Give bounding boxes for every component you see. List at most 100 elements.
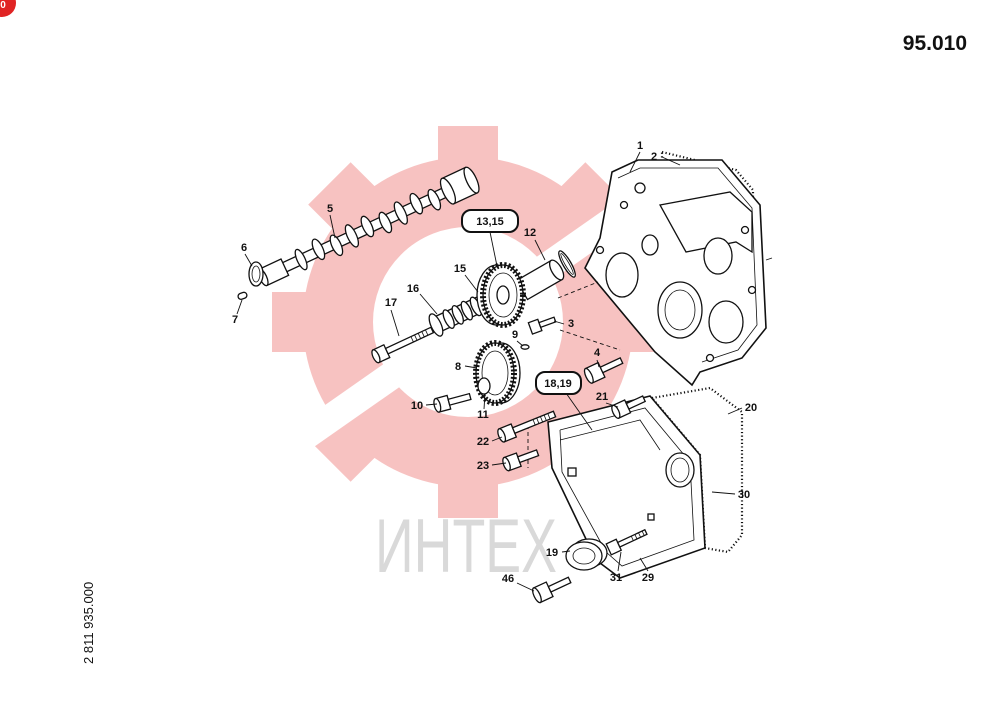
housing-bore (605, 252, 639, 298)
housing-bore-inner (664, 289, 696, 331)
camshaft-lobe (311, 238, 326, 261)
gear-rim (488, 272, 518, 318)
callout-17: 17 (385, 297, 397, 309)
bolt-shank (547, 576, 572, 593)
bolt-head-face (371, 349, 381, 364)
callout-29: 29 (642, 572, 654, 584)
spacer-ring (451, 304, 464, 325)
leader-line (390, 309, 400, 337)
gear-tooth (308, 162, 382, 236)
leader-line (605, 402, 619, 408)
leader-line (561, 550, 571, 553)
bolt-31 (605, 528, 648, 556)
thrust-ring-6 (248, 261, 264, 287)
leader-line (617, 551, 622, 572)
callout-labels: 1 2 5 6 7 12 13,15 15 16 17 9 3 8 4 18,1… (232, 140, 757, 585)
callout-19: 19 (546, 547, 558, 559)
front-cover-29 (547, 395, 706, 579)
callout-8: 8 (455, 361, 461, 373)
ring-inner (251, 265, 261, 283)
callout-21: 21 (596, 391, 608, 403)
housing-bolt-hole (619, 200, 629, 210)
callout-4: 4 (594, 347, 601, 359)
bolt-shank (538, 316, 557, 329)
gear-tooth (438, 474, 498, 518)
callout-30: 30 (738, 489, 750, 501)
spacer-ring (460, 300, 474, 321)
leader-line (727, 407, 743, 415)
leader-line (419, 293, 438, 315)
phantom-line (559, 329, 621, 351)
leader-lines (236, 151, 743, 592)
bolt-head-face (502, 456, 511, 472)
cover-tab (567, 467, 577, 477)
housing-inner-edge (617, 167, 758, 363)
bolt-thread (532, 413, 551, 426)
bolt-shank (384, 326, 435, 355)
housing-bore (708, 300, 744, 344)
leader-line (236, 299, 243, 315)
leader-line (491, 462, 507, 466)
bolt-21 (611, 395, 647, 420)
callout-46: 46 (502, 573, 514, 585)
sleeve-ring-inner (560, 253, 574, 275)
callout-20: 20 (745, 402, 757, 414)
spacer-stack-15-16 (428, 294, 488, 337)
callout-6: 6 (241, 242, 247, 254)
bolt-shank (516, 449, 540, 464)
leader-line (639, 557, 649, 572)
camshaft-lobe (427, 188, 442, 211)
shaft-seal-19 (565, 538, 608, 571)
cover-outline (547, 395, 706, 579)
cover-seal-bore (665, 452, 695, 488)
callout-22: 22 (477, 436, 489, 448)
bolt-4 (583, 357, 624, 384)
timing-housing-1 (584, 159, 773, 387)
callout-18-19: 18,19 (544, 378, 572, 390)
leader-line (553, 320, 565, 325)
leader-line (464, 274, 479, 293)
bolt-10 (433, 392, 472, 413)
callout-12: 12 (524, 227, 536, 239)
callout-31: 31 (610, 572, 622, 584)
callout-9: 9 (512, 329, 518, 341)
woodruff-key-7 (237, 291, 248, 300)
callout-11: 11 (477, 409, 489, 421)
camshaft-lobe (329, 234, 344, 257)
bolt-shank (599, 357, 624, 374)
housing-bore (703, 237, 733, 275)
spacer-ring (442, 309, 455, 329)
seal-front (565, 541, 603, 571)
housing-bolt-hole (740, 225, 750, 235)
gear-tooth (308, 408, 382, 482)
callout-1: 1 (637, 140, 643, 152)
camshaft-lobe (360, 215, 375, 238)
leader-line (516, 340, 524, 347)
leader-line (464, 365, 478, 369)
callout-box-13-15 (461, 209, 519, 233)
cover-tab (647, 513, 655, 521)
bolt-shank (625, 395, 647, 410)
bolt-thread (630, 530, 645, 541)
leader-line (491, 436, 503, 442)
camshaft-5 (257, 166, 480, 287)
callout-5: 5 (327, 203, 333, 215)
gear-tooth (438, 126, 498, 170)
bolt-46 (531, 576, 572, 604)
hub-11 (477, 377, 491, 395)
gear-teeth (480, 262, 526, 328)
gasket-20 (649, 386, 744, 554)
leader-line (629, 151, 641, 173)
housing-bolt-hole (634, 182, 646, 194)
bolt-head-face (583, 367, 594, 384)
bolt-23 (502, 449, 540, 472)
leader-line (711, 491, 736, 495)
corner-badge: 0 (0, 0, 16, 17)
part-code: 2 811 935.000 (81, 582, 96, 664)
leader-line (483, 393, 486, 410)
camshaft-lobe (409, 192, 424, 215)
gear-teeth (473, 340, 517, 406)
housing-bolt-hole (705, 353, 715, 363)
callout-3: 3 (568, 318, 574, 330)
